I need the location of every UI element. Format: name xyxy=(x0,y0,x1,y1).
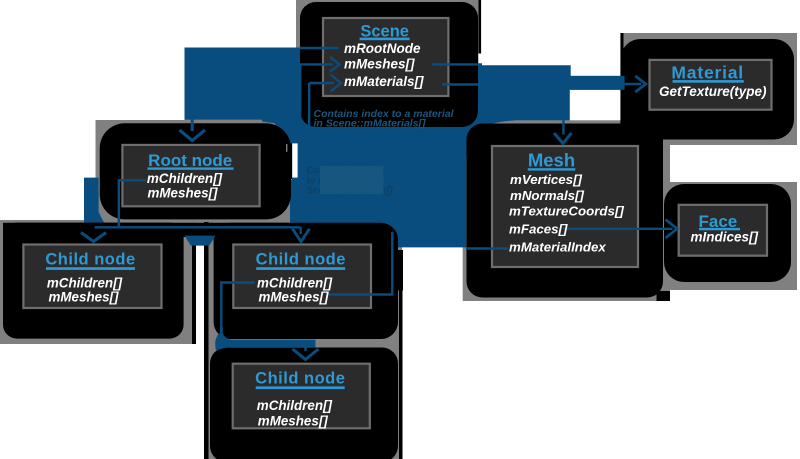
svg-text:mTextureCoords[]: mTextureCoords[] xyxy=(509,204,624,219)
svg-text:mIndices[]: mIndices[] xyxy=(691,230,759,245)
svg-text:Material: Material xyxy=(671,62,744,82)
svg-text:in Scene::mMaterials[]: in Scene::mMaterials[] xyxy=(314,118,427,130)
svg-text:mMeshes[]: mMeshes[] xyxy=(148,186,218,201)
svg-text:mFaces[]: mFaces[] xyxy=(509,221,568,236)
svg-text:Contains index to a material: Contains index to a material xyxy=(314,108,455,120)
svg-text:mChildren[]: mChildren[] xyxy=(257,275,333,290)
svg-text:Face: Face xyxy=(699,212,738,231)
svg-text:mChildren[]: mChildren[] xyxy=(47,275,123,290)
svg-text:Child node: Child node xyxy=(256,251,346,269)
svg-text:mMaterialIndex: mMaterialIndex xyxy=(509,239,606,254)
svg-text:mMaterials[]: mMaterials[] xyxy=(344,74,424,89)
svg-text:Scene: Scene xyxy=(360,22,409,40)
svg-text:mChildren[]: mChildren[] xyxy=(147,171,223,186)
svg-text:mMeshes[]: mMeshes[] xyxy=(258,413,328,428)
svg-text:GetTexture(type): GetTexture(type) xyxy=(659,84,767,99)
svg-text:mMeshes[]: mMeshes[] xyxy=(344,57,415,72)
svg-text:mVertices[]: mVertices[] xyxy=(510,172,583,187)
svg-text:mChildren[]: mChildren[] xyxy=(257,398,333,413)
svg-text:mRootNode: mRootNode xyxy=(344,41,421,56)
svg-text:mMeshes[]: mMeshes[] xyxy=(259,289,329,304)
svg-text:Child node: Child node xyxy=(255,370,345,388)
svg-text:Root node: Root node xyxy=(148,151,232,170)
svg-text:mNormals[]: mNormals[] xyxy=(510,188,584,203)
svg-text:mMeshes[]: mMeshes[] xyxy=(49,289,119,304)
svg-text:Child node: Child node xyxy=(45,251,135,269)
svg-text:Mesh: Mesh xyxy=(528,150,575,171)
